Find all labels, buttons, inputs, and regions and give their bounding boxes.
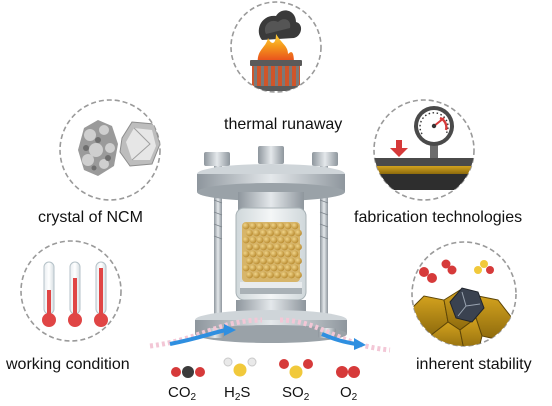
particle — [256, 250, 264, 258]
particle — [270, 250, 278, 258]
particle — [281, 229, 288, 237]
particle — [256, 236, 264, 244]
particle — [295, 243, 302, 251]
particle — [291, 236, 299, 244]
label-fabrication: fabrication technologies — [354, 209, 523, 226]
particle — [291, 250, 299, 258]
particle — [270, 236, 278, 244]
particle — [295, 271, 302, 279]
fabrication-circle — [373, 99, 475, 201]
particle — [281, 257, 288, 265]
particle — [256, 264, 264, 272]
particle — [242, 222, 250, 230]
particle — [274, 257, 281, 265]
label-thermal-runaway: thermal runaway — [224, 116, 343, 133]
particle — [284, 250, 292, 258]
particle — [260, 243, 267, 251]
crystal-circle — [59, 99, 161, 201]
particle — [274, 243, 281, 251]
particle — [263, 236, 271, 244]
stability-icon — [412, 259, 513, 346]
inherent-stability-circle — [411, 241, 517, 347]
pressure-gauge-icon — [374, 106, 474, 190]
particle — [270, 222, 278, 230]
particle — [242, 264, 250, 272]
particle — [242, 250, 250, 258]
particle — [263, 250, 271, 258]
burning-battery-icon — [250, 10, 302, 91]
particle — [281, 243, 288, 251]
particle — [277, 264, 285, 272]
particle — [295, 257, 302, 265]
particle — [291, 222, 299, 230]
particle — [284, 222, 292, 230]
particle — [256, 222, 264, 230]
particle — [267, 243, 274, 251]
particle — [274, 229, 281, 237]
particle — [284, 236, 292, 244]
particle — [263, 222, 271, 230]
co2-molecule-icon — [171, 366, 205, 378]
particle — [270, 264, 278, 272]
particle — [260, 271, 267, 279]
particle — [246, 271, 253, 279]
particle — [267, 271, 274, 279]
particle — [291, 264, 299, 272]
particle — [260, 257, 267, 265]
particle — [277, 236, 285, 244]
particle — [249, 264, 257, 272]
particle — [246, 229, 253, 237]
particle — [253, 257, 260, 265]
label-inherent-stability: inherent stability — [416, 356, 532, 373]
gas-label-o2: O2 — [340, 384, 358, 403]
particle — [246, 257, 253, 265]
o2-molecule-icon — [336, 366, 360, 378]
label-working-condition: working condition — [6, 356, 130, 373]
particle — [249, 222, 257, 230]
particle — [274, 271, 281, 279]
thermal-runaway-circle — [230, 1, 322, 93]
h2s-molecule-icon — [223, 357, 257, 377]
particle — [288, 257, 295, 265]
particle — [277, 250, 285, 258]
ncm-particles — [242, 222, 302, 279]
particle — [249, 250, 257, 258]
so2-molecule-icon — [279, 359, 313, 379]
gas-label-h2s: H2S — [224, 384, 251, 403]
particle — [288, 271, 295, 279]
particle — [260, 229, 267, 237]
particle — [249, 236, 257, 244]
gas-flow — [149, 317, 391, 353]
gas-label-so2: SO2 — [282, 384, 310, 403]
thermometers-icon — [42, 261, 108, 327]
particle — [253, 243, 260, 251]
particle — [253, 271, 260, 279]
particle — [284, 264, 292, 272]
particle — [246, 243, 253, 251]
particle — [253, 229, 260, 237]
particle — [267, 229, 274, 237]
particle — [267, 257, 274, 265]
pressure-cell — [195, 146, 347, 343]
gas-label-co2: CO2 — [168, 384, 197, 403]
particle — [288, 243, 295, 251]
particle — [288, 229, 295, 237]
particle — [263, 264, 271, 272]
label-crystal: crystal of NCM — [38, 209, 143, 226]
particle — [295, 229, 302, 237]
particle — [281, 271, 288, 279]
particle — [277, 222, 285, 230]
working-condition-circle — [20, 240, 122, 342]
crystal-icon — [78, 120, 160, 176]
particle — [242, 236, 250, 244]
